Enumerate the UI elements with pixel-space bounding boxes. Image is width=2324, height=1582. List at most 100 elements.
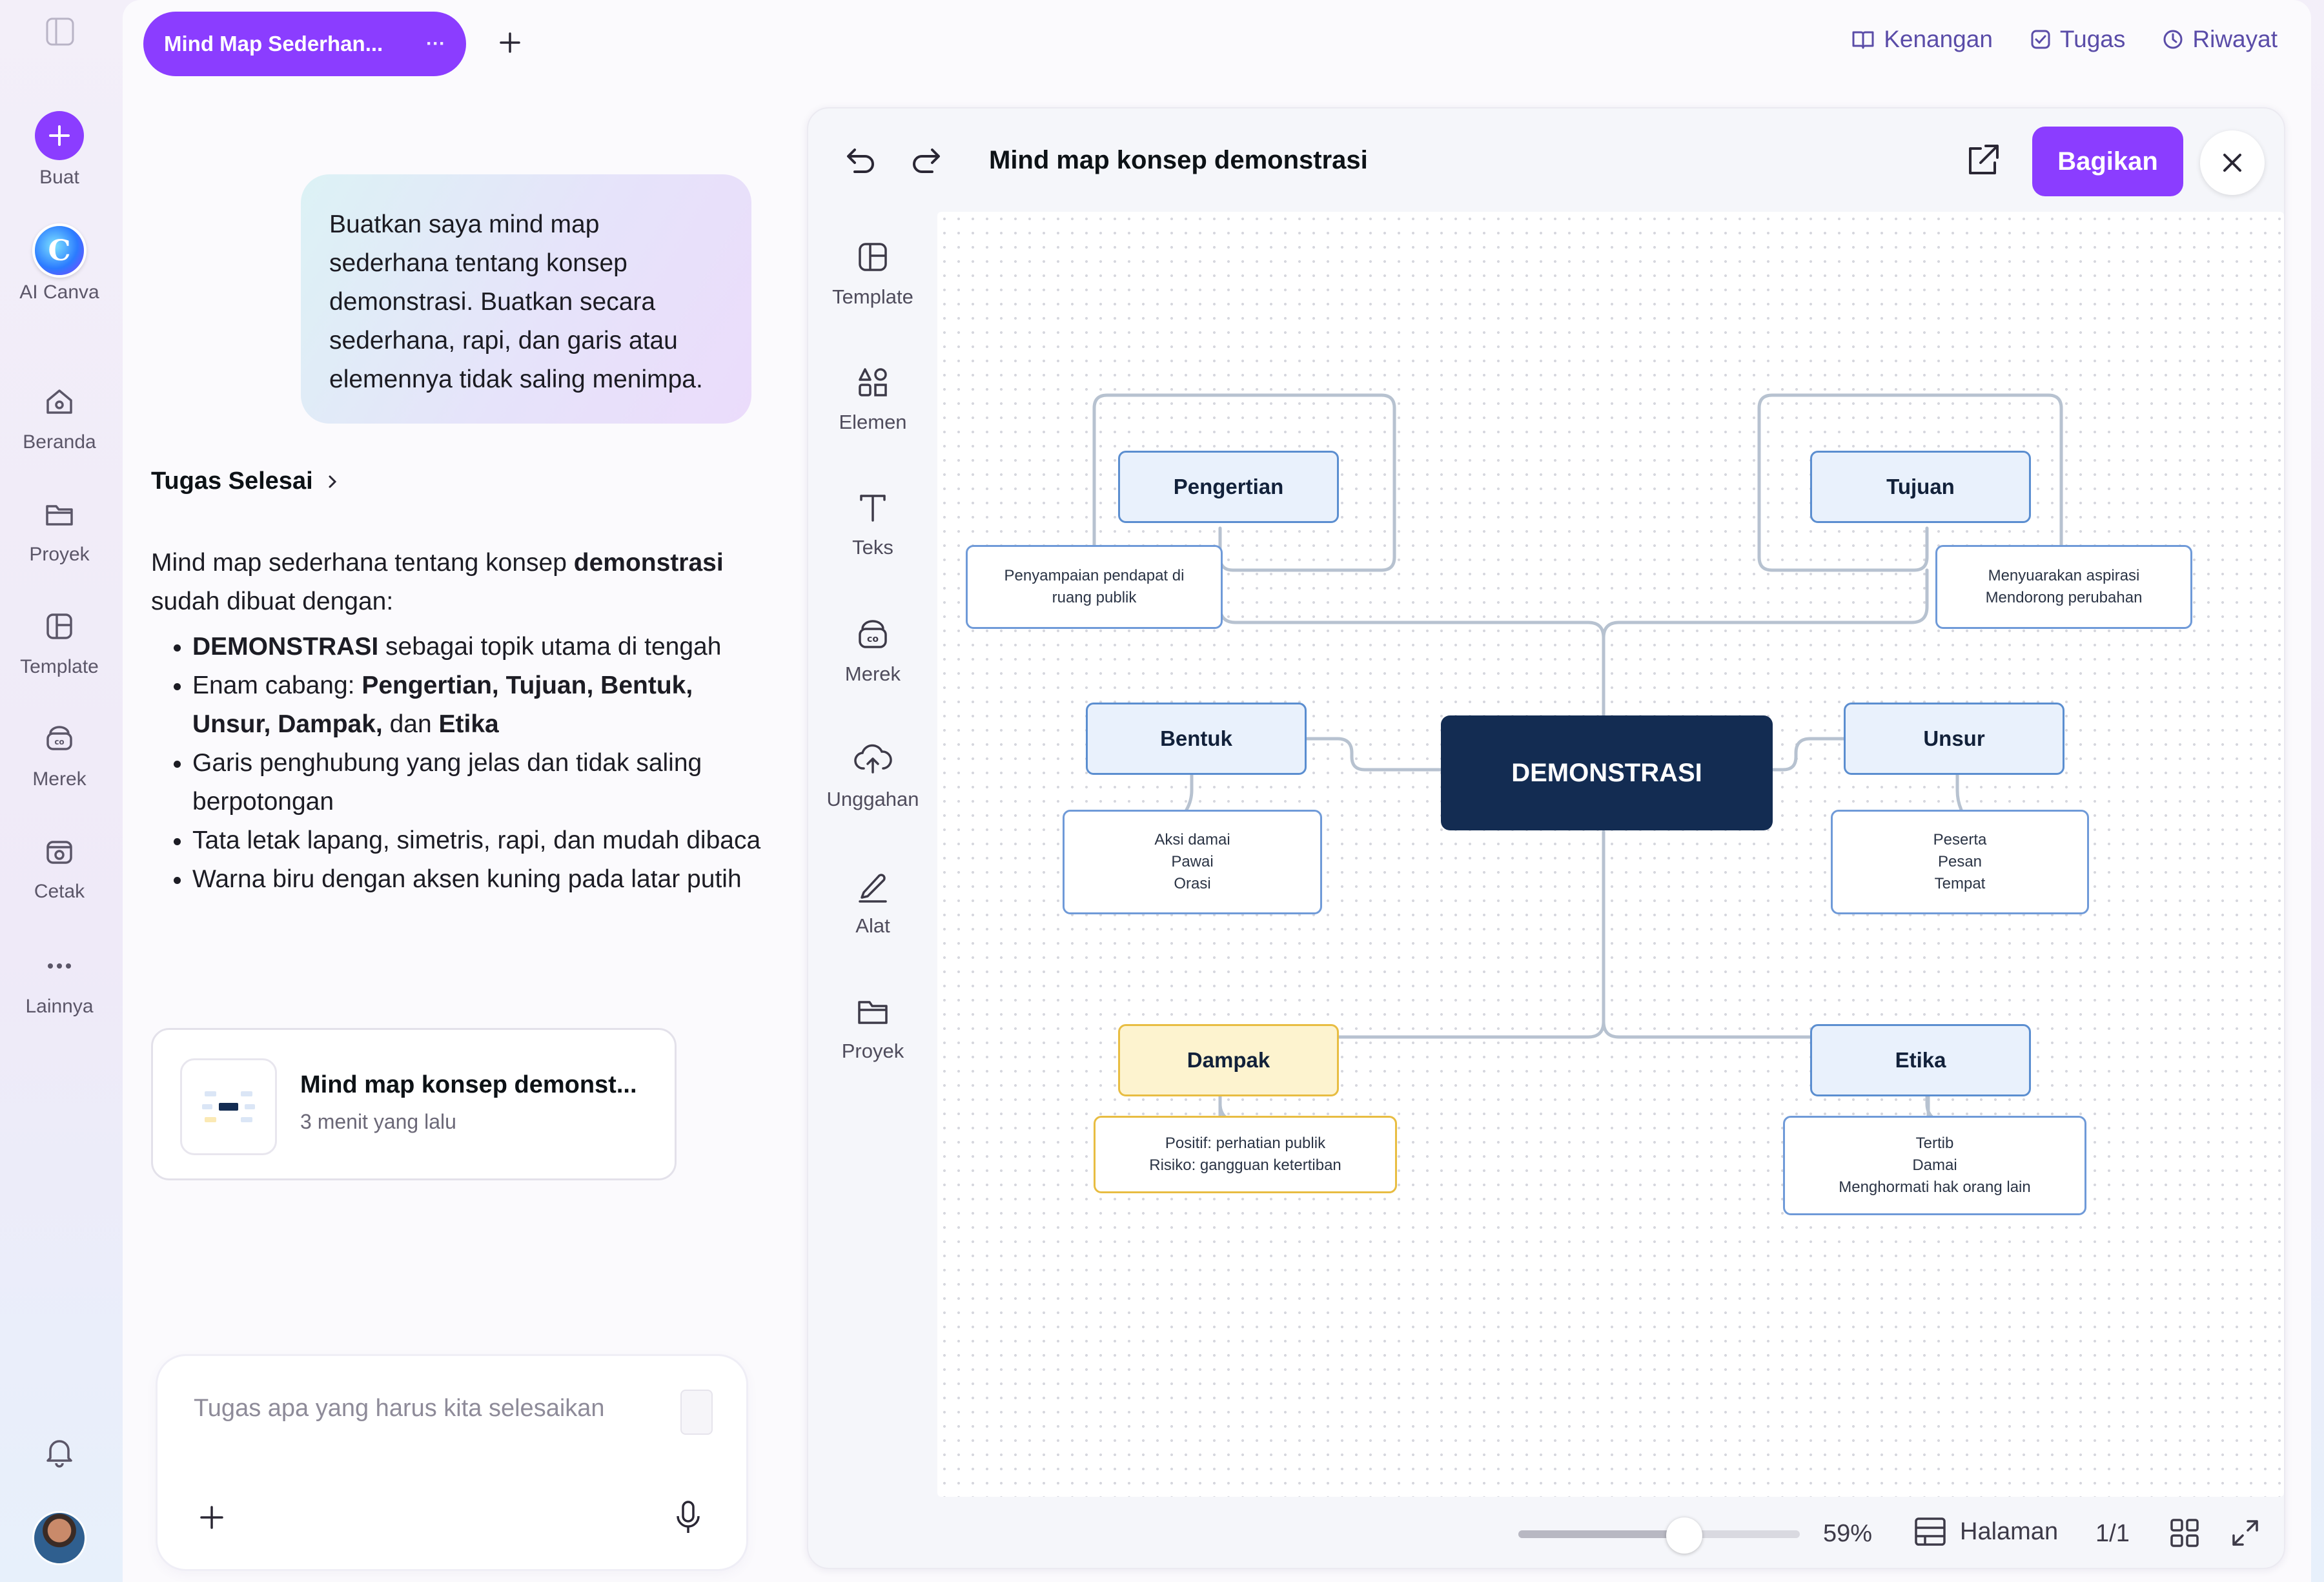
mindmap-detail-etika[interactable]: Tertib Damai Menghormati hak orang lain bbox=[1783, 1116, 2086, 1215]
tab-menu-button[interactable]: ··· bbox=[426, 33, 445, 54]
open-in-editor-button[interactable] bbox=[1962, 139, 2004, 184]
bullet-bold: Pengertian, Tujuan, Bentuk, Unsur, Dampa… bbox=[192, 672, 693, 738]
create-label: Buat bbox=[39, 167, 79, 188]
tool-draw[interactable]: Alat bbox=[808, 867, 937, 938]
tasks-link[interactable]: Tugas bbox=[2029, 26, 2125, 53]
folder-icon bbox=[858, 1001, 888, 1024]
user-avatar[interactable] bbox=[32, 1511, 87, 1565]
tool-label: Unggahan bbox=[826, 788, 919, 810]
history-link[interactable]: Riwayat bbox=[2161, 26, 2278, 53]
list-item: Warna biru dengan aksen kuning pada lata… bbox=[192, 860, 771, 899]
design-canvas[interactable]: DEMONSTRASI Pengertian Penyampaian penda… bbox=[937, 212, 2284, 1497]
tool-projects[interactable]: Proyek bbox=[808, 992, 937, 1063]
grid-view-button[interactable] bbox=[2168, 1516, 2201, 1553]
fullscreen-icon bbox=[2232, 1520, 2258, 1546]
pages-button[interactable]: Halaman bbox=[1913, 1516, 2058, 1547]
prompt-input-box[interactable]: Tugas apa yang harus kita selesaikan bbox=[158, 1356, 746, 1569]
tool-label: Teks bbox=[852, 536, 893, 559]
mindmap-detail-unsur[interactable]: Peserta Pesan Tempat bbox=[1831, 810, 2089, 914]
mindmap-node-bentuk[interactable]: Bentuk bbox=[1086, 703, 1307, 775]
answer-intro-text: Mind map sederhana tentang konsep bbox=[151, 549, 574, 577]
answer-intro-bold: demonstrasi bbox=[573, 549, 724, 577]
sidebar-item-brand[interactable]: co Merek bbox=[0, 715, 119, 790]
share-button[interactable]: Bagikan bbox=[2032, 127, 2183, 196]
brand-icon: co bbox=[859, 620, 887, 648]
answer-bullet-list: DEMONSTRASI sebagai topik utama di tenga… bbox=[151, 628, 771, 899]
sidebar-item-home[interactable]: Beranda bbox=[0, 378, 119, 453]
tool-label: Elemen bbox=[839, 411, 907, 433]
sidebar-item-print[interactable]: Cetak bbox=[0, 828, 119, 903]
history-label: Riwayat bbox=[2192, 26, 2278, 52]
sidebar-item-label: Template bbox=[20, 656, 99, 677]
sidebar-toggle-icon[interactable] bbox=[45, 17, 75, 50]
tool-label: Merek bbox=[844, 663, 901, 685]
clock-icon bbox=[2163, 30, 2183, 49]
pages-icon bbox=[1915, 1517, 1946, 1546]
ai-canva-button[interactable]: C AI Canva bbox=[0, 223, 119, 303]
prompt-input-placeholder[interactable]: Tugas apa yang harus kita selesaikan bbox=[194, 1395, 605, 1422]
template-icon bbox=[36, 603, 83, 650]
tool-elements[interactable]: Elemen bbox=[808, 363, 937, 434]
sidebar-item-label: Proyek bbox=[29, 544, 90, 565]
new-tab-button[interactable] bbox=[491, 23, 529, 62]
book-icon bbox=[1852, 31, 1874, 49]
tasks-label: Tugas bbox=[2059, 26, 2126, 52]
tool-text[interactable]: Teks bbox=[808, 488, 937, 559]
zoom-slider[interactable] bbox=[1518, 1517, 1800, 1554]
mindmap-node-pengertian[interactable]: Pengertian bbox=[1118, 451, 1339, 523]
design-title: Mind map konsep demonstrasi bbox=[989, 146, 1368, 174]
mindmap-detail-bentuk[interactable]: Aksi damai Pawai Orasi bbox=[1063, 810, 1322, 914]
sidebar-item-label: Merek bbox=[32, 768, 87, 790]
undo-icon bbox=[847, 149, 874, 173]
svg-text:co: co bbox=[867, 634, 879, 644]
memories-link[interactable]: Kenangan bbox=[1850, 26, 1993, 53]
bullet-bold: Etika bbox=[438, 710, 499, 738]
design-card-title: Mind map konsep demonst... bbox=[300, 1071, 637, 1098]
more-icon bbox=[36, 943, 83, 989]
mindmap-detail-dampak[interactable]: Positif: perhatian publik Risiko: ganggu… bbox=[1094, 1116, 1397, 1193]
sidebar-item-label: Beranda bbox=[23, 431, 96, 453]
redo-button[interactable] bbox=[908, 142, 946, 184]
microphone-button[interactable] bbox=[673, 1499, 704, 1539]
template-icon bbox=[859, 243, 887, 271]
sidebar-item-projects[interactable]: Proyek bbox=[0, 491, 119, 566]
design-thumbnail bbox=[180, 1058, 277, 1155]
list-item: Garis penghubung yang jelas dan tidak sa… bbox=[192, 744, 771, 821]
sidebar-item-more[interactable]: Lainnya bbox=[0, 943, 119, 1018]
zoom-slider-fill bbox=[1518, 1530, 1684, 1538]
mindmap-detail-tujuan[interactable]: Menyuarakan aspirasi Mendorong perubahan bbox=[1935, 545, 2192, 629]
fullscreen-button[interactable] bbox=[2228, 1516, 2262, 1553]
design-preview-panel: Mind map konsep demonstrasi Bagikan Temp… bbox=[807, 107, 2285, 1569]
tool-brand[interactable]: co Merek bbox=[808, 615, 937, 686]
close-icon bbox=[2223, 154, 2241, 172]
elements-icon bbox=[859, 368, 887, 396]
plus-icon bbox=[500, 32, 520, 53]
notifications-bell-icon[interactable] bbox=[41, 1433, 77, 1473]
design-result-card[interactable]: Mind map konsep demonst... 3 menit yang … bbox=[151, 1028, 677, 1180]
answer-intro: Mind map sederhana tentang konsep demons… bbox=[151, 544, 771, 621]
external-link-icon bbox=[1969, 145, 1999, 174]
tool-template[interactable]: Template bbox=[808, 238, 937, 309]
list-item: Enam cabang: Pengertian, Tujuan, Bentuk,… bbox=[192, 666, 771, 744]
mindmap-detail-pengertian[interactable]: Penyampaian pendapat di ruang publik bbox=[966, 545, 1223, 629]
conversation-tab[interactable]: Mind Map Sederhan... ··· bbox=[143, 12, 466, 76]
create-button[interactable]: Buat bbox=[0, 111, 119, 189]
tool-uploads[interactable]: Unggahan bbox=[808, 740, 937, 811]
mindmap-node-tujuan[interactable]: Tujuan bbox=[1810, 451, 2031, 523]
mindmap-node-etika[interactable]: Etika bbox=[1810, 1024, 2031, 1096]
tool-label: Alat bbox=[855, 914, 890, 937]
add-attachment-button[interactable] bbox=[196, 1502, 227, 1536]
close-preview-button[interactable] bbox=[2200, 130, 2265, 195]
sidebar-item-template[interactable]: Template bbox=[0, 603, 119, 678]
task-status-toggle[interactable]: Tugas Selesai bbox=[151, 467, 340, 495]
bullet-text: dan bbox=[382, 710, 439, 738]
undo-button[interactable] bbox=[841, 142, 879, 184]
svg-text:co: co bbox=[54, 737, 64, 746]
mindmap-node-unsur[interactable]: Unsur bbox=[1844, 703, 2064, 775]
zoom-level[interactable]: 59% bbox=[1823, 1520, 1873, 1547]
text-icon bbox=[860, 495, 886, 522]
pages-label: Halaman bbox=[1960, 1517, 2059, 1545]
zoom-slider-handle[interactable] bbox=[1666, 1517, 1702, 1554]
mindmap-node-dampak[interactable]: Dampak bbox=[1118, 1024, 1339, 1096]
mindmap-center-node[interactable]: DEMONSTRASI bbox=[1441, 715, 1773, 830]
